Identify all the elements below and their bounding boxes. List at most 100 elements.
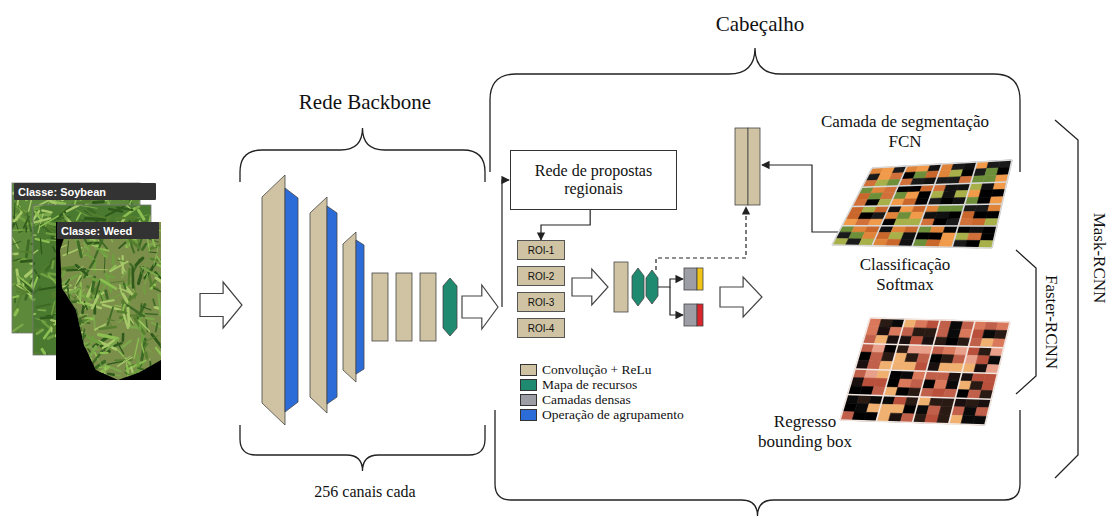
image-patch xyxy=(979,240,994,248)
leaf-stroke xyxy=(130,264,133,268)
leaf-stroke xyxy=(36,264,49,276)
leaf-stroke xyxy=(103,249,108,250)
dense-layer xyxy=(684,268,697,290)
leaf-stroke xyxy=(124,369,138,382)
leaf-stroke xyxy=(68,368,74,382)
leaf-stroke xyxy=(57,322,73,323)
leaf-stroke xyxy=(57,331,66,334)
leaf-stroke xyxy=(138,378,141,383)
image-patch xyxy=(979,190,993,198)
leaf-stroke xyxy=(38,309,45,311)
image-patch xyxy=(925,240,941,247)
leaf-stroke xyxy=(141,306,151,310)
leaf-stroke xyxy=(63,351,72,363)
leaf-stroke xyxy=(131,367,133,372)
leaf-stroke xyxy=(78,320,89,328)
leaf-stroke xyxy=(139,321,149,331)
leaf-stroke xyxy=(53,285,63,298)
branch-line xyxy=(658,279,683,287)
leaf-stroke xyxy=(64,362,71,366)
leaf-stroke xyxy=(82,371,86,374)
leaf-stroke xyxy=(156,278,173,289)
leaf-stroke xyxy=(48,225,54,229)
leaf-stroke xyxy=(36,304,50,307)
node-text: ROI-4 xyxy=(528,323,555,334)
leaf-stroke xyxy=(61,342,65,345)
leaf-stroke xyxy=(93,263,96,272)
pooling-layer xyxy=(285,188,298,412)
leaf-stroke xyxy=(89,359,90,379)
weed-mask xyxy=(56,222,161,380)
output-label: Camada de segmentação FCN xyxy=(815,112,995,153)
leaf-stroke xyxy=(73,344,89,354)
image-patch xyxy=(974,364,988,373)
leaf-stroke xyxy=(79,374,80,382)
output-label: Classificação Softmax xyxy=(845,255,965,296)
leaf-stroke xyxy=(157,256,163,265)
leaf-stroke xyxy=(156,348,163,357)
image-grid xyxy=(852,204,1002,207)
leaf-stroke xyxy=(73,316,86,319)
image-grid xyxy=(855,369,998,374)
image-patch xyxy=(969,381,983,390)
leaf-stroke xyxy=(110,262,128,272)
image-grid xyxy=(992,160,1012,248)
section-heading: Cabeçalho xyxy=(670,12,850,37)
leaf-stroke xyxy=(58,314,72,326)
curly-brace xyxy=(240,425,485,471)
leaf-stroke xyxy=(14,212,21,221)
image-patch xyxy=(972,373,986,382)
leaf-stroke xyxy=(52,292,55,297)
leaf-stroke xyxy=(112,255,115,263)
legend-swatch xyxy=(520,394,537,406)
leaf-stroke xyxy=(99,282,107,295)
leaf-stroke xyxy=(101,300,114,302)
leaf-stroke xyxy=(104,257,106,272)
leaf-stroke xyxy=(101,280,116,289)
leaf-stroke xyxy=(128,269,131,284)
leaf-stroke xyxy=(122,341,130,348)
photo-ground xyxy=(56,222,161,380)
leaf-stroke xyxy=(146,317,154,320)
leaf-stroke xyxy=(75,345,93,347)
leaf-stroke xyxy=(59,327,62,335)
leaf-stroke xyxy=(127,366,129,378)
leaf-stroke xyxy=(57,298,70,311)
leaf-stroke xyxy=(92,245,98,246)
leaf-stroke xyxy=(138,210,144,219)
node-text: Classe: Soybean xyxy=(18,186,106,198)
dense-layer xyxy=(684,304,697,326)
feature-map xyxy=(443,278,457,336)
leaf-stroke xyxy=(115,305,121,306)
leaf-stroke xyxy=(78,242,81,257)
leaf-stroke xyxy=(82,346,99,349)
leaf-stroke xyxy=(70,289,79,292)
leaf-stroke xyxy=(109,209,122,211)
image-grid xyxy=(840,420,985,425)
leaf-stroke xyxy=(43,322,50,328)
leaf-stroke xyxy=(56,282,58,288)
leaf-stroke xyxy=(49,272,58,276)
leaf-stroke xyxy=(85,375,91,384)
leaf-stroke xyxy=(33,234,36,236)
leaf-stroke xyxy=(73,321,81,339)
leaf-stroke xyxy=(143,336,158,343)
leaf-stroke xyxy=(57,364,70,373)
conv-layer xyxy=(396,273,412,341)
leaf-stroke xyxy=(117,208,132,210)
image-patch xyxy=(963,407,977,416)
leaf-stroke xyxy=(17,288,27,293)
leaf-stroke xyxy=(156,324,158,332)
leaf-stroke xyxy=(67,205,79,211)
leaf-stroke xyxy=(148,366,158,381)
leaf-stroke xyxy=(15,310,18,315)
leaf-stroke xyxy=(142,244,146,250)
bbox-output xyxy=(840,318,1010,425)
conv-layer xyxy=(310,197,327,413)
legend-text: Mapa de recursos xyxy=(542,377,637,392)
leaf-stroke xyxy=(143,287,146,293)
image-grid xyxy=(848,395,992,400)
leaf-stroke xyxy=(120,285,122,293)
pooling-layer xyxy=(356,240,364,374)
leaf-stroke xyxy=(99,366,109,368)
